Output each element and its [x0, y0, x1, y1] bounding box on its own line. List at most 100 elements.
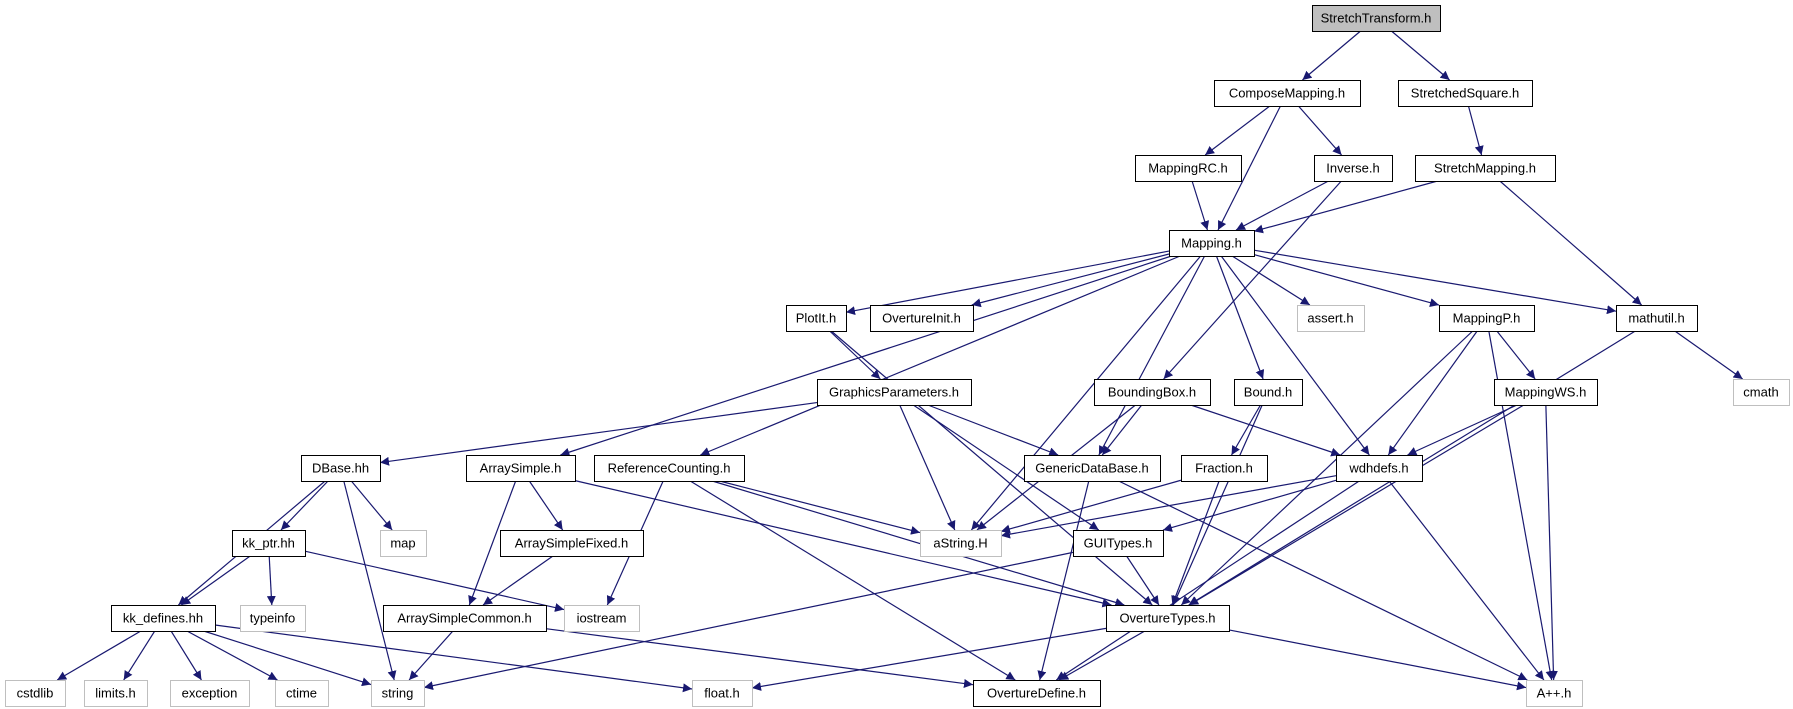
node-box — [920, 530, 1002, 557]
node-composemapping[interactable]: ComposeMapping.h — [1214, 80, 1361, 107]
node-mappingws[interactable]: MappingWS.h — [1494, 379, 1598, 406]
node-label: PlotIt.h — [796, 311, 836, 326]
edge-line — [214, 624, 693, 693]
node-guitypes[interactable]: GUITypes.h — [1073, 530, 1164, 557]
node-mapping[interactable]: Mapping.h — [1169, 230, 1255, 257]
node-overturetypes[interactable]: OvertureTypes.h — [1106, 605, 1230, 632]
edge-genericdatabase-to-aplusplus — [1118, 480, 1528, 681]
node-kk_defines[interactable]: kk_defines.hh — [111, 605, 216, 632]
node-label: kk_ptr.hh — [242, 536, 295, 551]
edge-line — [1235, 180, 1329, 231]
edge-graphicsparameters-to-genericdatabase — [927, 404, 1059, 456]
node-boundingbox[interactable]: BoundingBox.h — [1094, 379, 1211, 406]
node-arraysimple[interactable]: ArraySimple.h — [466, 455, 576, 482]
node-bound[interactable]: Bound.h — [1234, 379, 1303, 406]
node-overtureinit[interactable]: OvertureInit.h — [870, 305, 974, 332]
edge-dbase-to-string — [343, 480, 397, 681]
edge-guitypes-to-string — [423, 551, 1074, 691]
node-box — [170, 680, 250, 707]
edge-line — [712, 480, 1125, 607]
node-mappingp[interactable]: MappingP.h — [1439, 305, 1535, 332]
node-stretchmapping[interactable]: StretchMapping.h — [1415, 155, 1556, 182]
node-box — [1073, 530, 1164, 557]
node-label: A++.h — [1537, 686, 1572, 701]
edge-line — [180, 555, 251, 606]
node-box — [1297, 305, 1365, 332]
edge-line — [1037, 480, 1090, 681]
edge-kk_defines-to-cstdlib — [56, 630, 142, 681]
node-limits: limits.h — [84, 680, 148, 707]
node-referencecounting[interactable]: ReferenceCounting.h — [594, 455, 745, 482]
node-label: kk_defines.hh — [123, 611, 203, 626]
edge-line — [751, 627, 1107, 691]
node-box — [1733, 379, 1790, 406]
node-wdhdefs[interactable]: wdhdefs.h — [1336, 455, 1423, 482]
edge-line — [528, 480, 564, 531]
edge-line — [280, 480, 329, 531]
edge-mappingws-to-wdhdefs — [1407, 404, 1518, 456]
edge-mapping-to-referencecounting — [700, 255, 1181, 456]
node-box — [564, 605, 640, 632]
edge-line — [123, 630, 156, 681]
edge-line — [1499, 180, 1643, 306]
node-box — [371, 680, 425, 707]
edge-mapping-to-plotit — [845, 250, 1170, 316]
node-label: MappingWS.h — [1505, 385, 1587, 400]
edge-arraysimple-to-arraysimplefixed — [528, 480, 564, 531]
edge-line — [927, 404, 1059, 456]
node-genericdatabase[interactable]: GenericDataBase.h — [1024, 455, 1161, 482]
edge-line — [343, 480, 397, 681]
edge-line — [1253, 254, 1440, 308]
node-mappingrc[interactable]: MappingRC.h — [1135, 155, 1242, 182]
node-label: cmath — [1743, 385, 1778, 400]
node-box — [692, 680, 753, 707]
node-label: Inverse.h — [1326, 161, 1379, 176]
node-arraysimplecommon[interactable]: ArraySimpleCommon.h — [383, 605, 547, 632]
edge-line — [1391, 30, 1450, 81]
node-inverse[interactable]: Inverse.h — [1314, 155, 1393, 182]
node-label: ArraySimpleFixed.h — [515, 536, 628, 551]
edge-bound-to-fraction — [1231, 404, 1261, 456]
edge-line — [1231, 404, 1261, 456]
edge-arraysimplecommon-to-string — [408, 630, 454, 681]
node-box — [1439, 305, 1535, 332]
edge-overturetypes-to-overturedefine — [1058, 630, 1146, 681]
edge-line — [829, 330, 881, 380]
edge-line — [203, 630, 372, 687]
node-graphicsparameters[interactable]: GraphicsParameters.h — [817, 379, 972, 406]
edge-dbase-to-map — [350, 480, 393, 531]
node-label: BoundingBox.h — [1108, 385, 1196, 400]
node-stretchtransform[interactable]: StretchTransform.h — [1312, 5, 1441, 32]
node-label: ArraySimple.h — [480, 461, 562, 476]
node-label: GenericDataBase.h — [1035, 461, 1148, 476]
edge-line — [186, 630, 278, 681]
node-label: exception — [182, 686, 238, 701]
node-stretchedsquare[interactable]: StretchedSquare.h — [1398, 80, 1533, 107]
node-kk_ptr[interactable]: kk_ptr.hh — [232, 530, 306, 557]
node-box — [1526, 680, 1583, 707]
node-overturedefine[interactable]: OvertureDefine.h — [973, 680, 1101, 707]
edge-genericdatabase-to-overturedefine — [1037, 480, 1090, 681]
edge-wdhdefs-to-overturedefine — [1055, 480, 1360, 681]
node-mathutil[interactable]: mathutil.h — [1616, 305, 1698, 332]
node-box — [232, 530, 306, 557]
node-arraysimplefixed[interactable]: ArraySimpleFixed.h — [500, 530, 644, 557]
edge-fraction-to-overturetypes — [1171, 480, 1220, 606]
edge-guitypes-to-overturetypes — [1126, 555, 1160, 606]
edge-line — [689, 480, 1016, 681]
edge-mapping-to-genericdatabase — [1098, 255, 1206, 456]
edge-arraysimple-to-arraysimplecommon — [468, 480, 517, 606]
node-label: ReferenceCounting.h — [608, 461, 731, 476]
edge-kk_ptr-to-kk_defines — [180, 555, 251, 606]
edge-dbase-to-kk_ptr — [280, 480, 329, 531]
node-fraction[interactable]: Fraction.h — [1181, 455, 1268, 482]
node-string: string — [371, 680, 425, 707]
edge-line — [1496, 330, 1536, 380]
node-dbase[interactable]: DBase.hh — [301, 455, 381, 482]
node-plotit[interactable]: PlotIt.h — [786, 305, 847, 332]
node-label: string — [382, 686, 414, 701]
edge-line — [1055, 480, 1360, 681]
node-box — [1094, 379, 1211, 406]
edge-mapping-to-overtureinit — [971, 253, 1170, 308]
